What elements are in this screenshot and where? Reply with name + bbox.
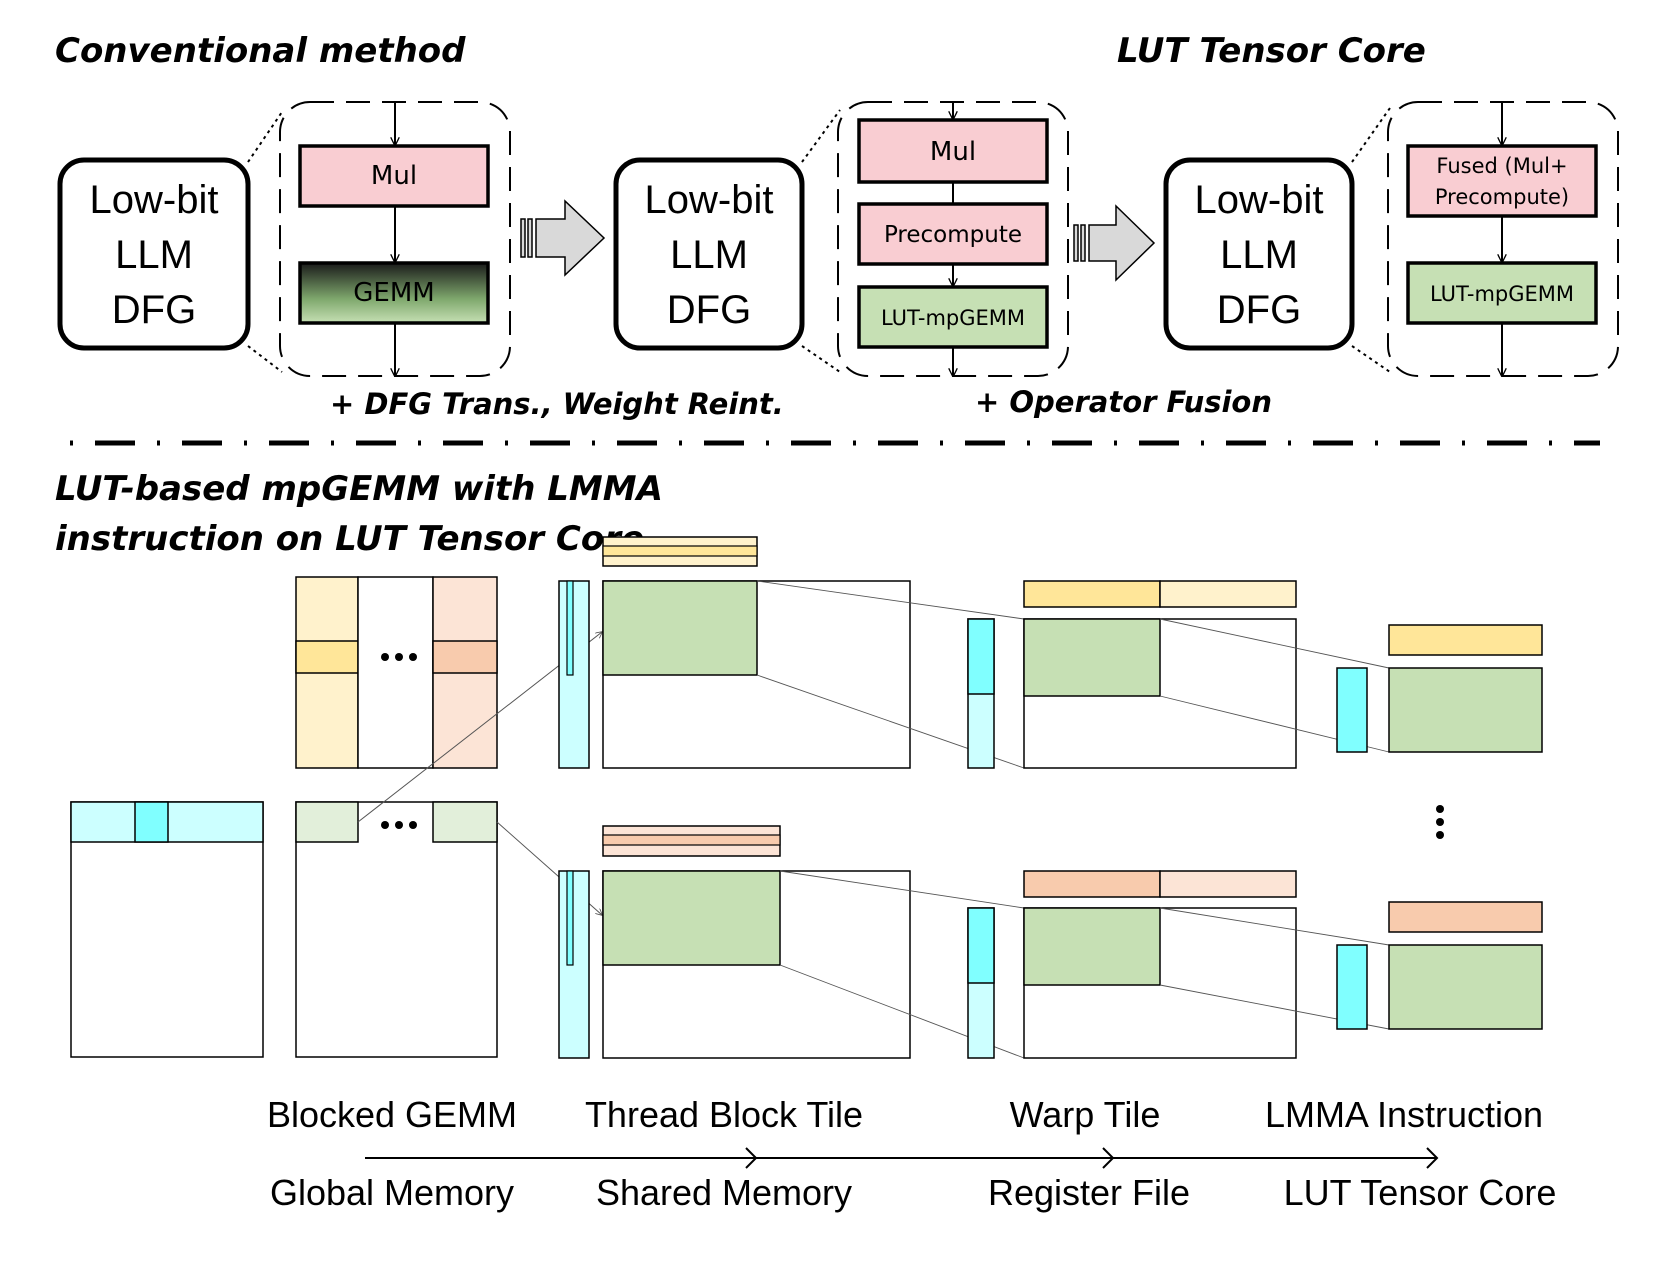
zoom-line-bottom-1 <box>247 345 283 373</box>
level-lmma-instruction: LMMA Instruction <box>1265 1094 1543 1135</box>
connector-shared-warp-1a <box>756 580 1025 620</box>
dfg-box-3-line2: LLM <box>1220 233 1298 277</box>
mul-label-2: Mul <box>930 137 976 167</box>
lut-mpgemm-label-1: LUT-mpGEMM <box>881 306 1025 330</box>
gemm-label: GEMM <box>353 278 434 308</box>
dfg-box-1-line1: Low-bit <box>90 178 219 222</box>
vertical-ellipsis <box>1436 805 1444 839</box>
conventional-method-title: Conventional method <box>55 31 466 71</box>
bottom-title-line2: instruction on LUT Tensor Core <box>55 519 644 559</box>
transform-arrow-1 <box>520 199 606 277</box>
zoom-line-top-3 <box>1351 107 1391 163</box>
matrix-c-global <box>295 801 498 1058</box>
gemm-box <box>298 261 490 325</box>
memory-global: Global Memory <box>270 1172 514 1213</box>
dfg-box-3 <box>1163 157 1355 351</box>
lmma-instruction-1 <box>1336 624 1543 753</box>
bottom-title-line1: LUT-based mpGEMM with LMMA <box>55 469 663 509</box>
connector-warp-lmma-2a <box>1159 907 1390 946</box>
zoom-line-top-2 <box>801 109 841 163</box>
dfg-box-1 <box>57 157 251 351</box>
mul-label-1: Mul <box>371 161 417 191</box>
dfg-box-2-line3: DFG <box>667 288 751 332</box>
fused-label-line1: Fused (Mul+ <box>1436 154 1567 178</box>
connector-shared-warp-2a <box>779 870 1025 909</box>
memory-lut-tensor-core: LUT Tensor Core <box>1284 1172 1557 1213</box>
warp-tile-1 <box>967 580 1297 769</box>
transform-2-label: + Operator Fusion <box>975 385 1272 419</box>
dfg-stage-transformed: Low-bit LLM DFG Mul Precompute LUT-mpGEM… <box>613 101 1069 377</box>
hierarchy-tick-2 <box>1102 1147 1115 1169</box>
zoom-line-top-1 <box>247 111 283 163</box>
dfg-box-3-line3: DFG <box>1217 288 1301 332</box>
precompute-label: Precompute <box>884 222 1022 248</box>
mul-box-2 <box>857 118 1049 184</box>
thread-block-tile-2 <box>558 825 911 1059</box>
zoom-line-bottom-3 <box>1351 345 1391 373</box>
hierarchy-tick-1 <box>745 1147 758 1169</box>
precompute-box <box>857 202 1049 266</box>
fused-label-line2: Precompute) <box>1435 185 1569 209</box>
dfg-box-3-line1: Low-bit <box>1195 178 1324 222</box>
mul-box-1 <box>298 144 490 208</box>
level-thread-block-tile: Thread Block Tile <box>585 1094 863 1135</box>
level-warp-tile: Warp Tile <box>1010 1094 1161 1135</box>
dfg-box-1-line2: LLM <box>115 233 193 277</box>
memory-shared: Shared Memory <box>596 1172 852 1213</box>
transform-arrow-2 <box>1073 204 1156 282</box>
dfg-stage-conventional: Low-bit LLM DFG Mul GEMM <box>57 101 511 377</box>
dfg-box-2-line1: Low-bit <box>645 178 774 222</box>
warp-tile-2 <box>967 870 1297 1059</box>
lmma-instruction-2 <box>1336 901 1543 1030</box>
dfg-box-2 <box>613 157 805 351</box>
lut-tensor-core-title: LUT Tensor Core <box>1117 31 1426 71</box>
zoom-line-bottom-2 <box>801 345 841 373</box>
dfg-stage-fused: Low-bit LLM DFG Fused (Mul+ Precompute) … <box>1163 101 1619 377</box>
matrix-a-global <box>70 801 264 1058</box>
transform-1-label: + DFG Trans., Weight Reint. <box>330 387 784 421</box>
lut-mpgemm-label-2: LUT-mpGEMM <box>1430 282 1574 306</box>
dfg-box-2-line2: LLM <box>670 233 748 277</box>
matrix-a-active-tile <box>134 801 169 843</box>
connector-warp-lmma-1a <box>1159 618 1390 669</box>
lut-mpgemm-box-1 <box>857 285 1049 349</box>
hierarchy-arrowhead <box>1426 1147 1439 1169</box>
dfg-box-1-line3: DFG <box>112 288 196 332</box>
level-blocked-gemm: Blocked GEMM <box>267 1094 517 1135</box>
memory-register-file: Register File <box>988 1172 1190 1213</box>
matrix-b-global-luts <box>295 576 498 769</box>
thread-block-tile-1 <box>558 536 911 769</box>
